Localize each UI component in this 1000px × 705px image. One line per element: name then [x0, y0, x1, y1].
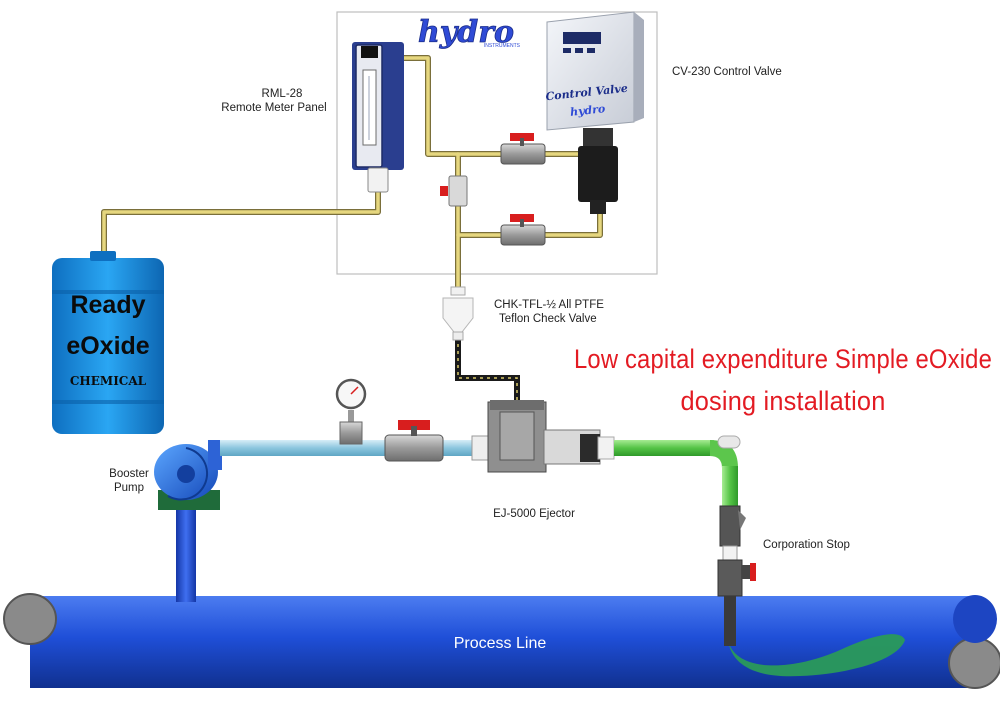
tank-label-ready: Ready: [70, 291, 145, 319]
svg-text:INSTRUMENTS: INSTRUMENTS: [484, 43, 521, 49]
control-valve-label: CV-230 Control Valve: [672, 66, 782, 78]
corporation-stop-label: Corporation Stop: [763, 539, 850, 551]
tank-label-chemical: CHEMICAL: [70, 374, 147, 388]
meter-panel-model-label: RML-28: [262, 88, 303, 100]
meter-panel-name-label: Remote Meter Panel: [221, 102, 326, 114]
board-ball-valve-upper: [500, 133, 546, 165]
booster-pump-label-line1: Booster: [109, 468, 149, 480]
chemical-tank: Ready eOxide CHEMICAL: [52, 251, 164, 434]
tank-label-eoxide: eOxide: [66, 332, 149, 360]
board-ball-valve-lower: [500, 214, 546, 246]
booster-pump-label-line2: Pump: [114, 482, 144, 494]
teflon-check-valve: [442, 286, 474, 341]
svg-text:hydro: hydro: [418, 15, 514, 50]
treated-solution-line: [614, 435, 741, 510]
ej-5000-ejector: [471, 400, 615, 473]
process-line-pipe: Process Line: [3, 593, 1000, 689]
headline-line2: dosing installation: [681, 386, 886, 416]
headline-line1: Low capital expenditure Simple eOxide: [574, 344, 992, 374]
cv-230-control-valve: Control Valve hydro: [545, 11, 644, 214]
corporation-stop: [717, 505, 756, 646]
ejector-label: EJ-5000 Ejector: [493, 508, 575, 520]
booster-pump: [154, 440, 222, 510]
svg-text:hydro: hydro: [569, 102, 605, 119]
motive-line-ball-valve: [384, 420, 444, 462]
board-check-valve: [440, 175, 468, 207]
check-valve-model-label: CHK-TFL-½ All PTFE: [494, 299, 604, 311]
hydro-logo: hydro INSTRUMENTS: [418, 15, 521, 51]
dosing-plume: [728, 634, 905, 677]
remote-meter-panel: [352, 42, 404, 193]
check-valve-name-label: Teflon Check Valve: [499, 313, 597, 325]
process-line-label: Process Line: [454, 635, 547, 652]
pressure-gauge: [335, 378, 367, 445]
